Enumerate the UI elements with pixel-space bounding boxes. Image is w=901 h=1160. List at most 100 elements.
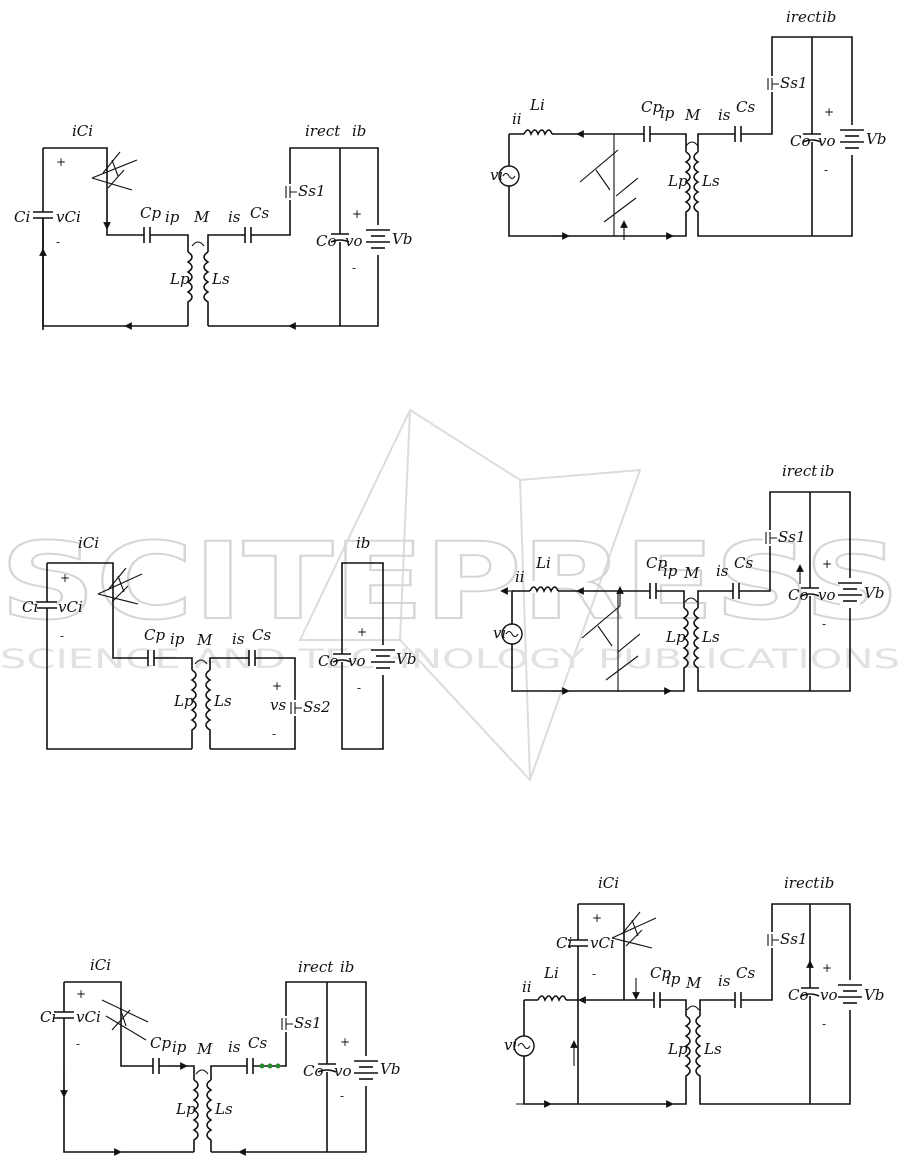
circuit-label: Ss1 — [298, 182, 326, 200]
circuit-panel-1: iCi Ci vCi + - Cp ip M is Cs Lp Ls irect… — [14, 122, 412, 330]
circuit-label: Ci — [14, 208, 30, 226]
circuit-label: vo — [334, 1062, 352, 1080]
circuit-label: ib — [352, 122, 366, 140]
circuit-label: vo — [818, 132, 836, 150]
circuit-panel-2: ii Li vi Cp ip M is Cs Lp Ls irect ib Ss… — [490, 8, 886, 240]
watermark: SCITEPRESS SCIENCE AND TECHNOLOGY PUBLIC… — [0, 408, 901, 782]
circuit-label: M — [196, 631, 213, 649]
circuit-label: + — [56, 155, 66, 169]
circuit-label: Lp — [667, 172, 688, 190]
circuit-label: Vb — [864, 986, 884, 1004]
circuit-label: ii — [522, 978, 532, 996]
circuit-label: irect — [786, 8, 822, 26]
circuit-label: ip — [165, 208, 180, 226]
circuit-label: Cp — [144, 626, 165, 644]
circuit-label: Cs — [252, 626, 271, 644]
circuit-label: vi — [504, 1036, 517, 1054]
circuit-label: + — [60, 571, 70, 585]
circuit-label: ib — [340, 958, 354, 976]
circuit-label: Ls — [213, 692, 232, 710]
circuit-label: irect — [298, 958, 334, 976]
circuit-label: - — [76, 1037, 80, 1051]
circuit-label: Ls — [701, 628, 720, 646]
circuit-label: Cs — [250, 204, 269, 222]
circuit-label: + — [822, 961, 832, 975]
circuit-label: + — [340, 1035, 350, 1049]
circuit-label: Ss1 — [780, 930, 808, 948]
circuit-label: is — [232, 630, 245, 648]
circuit-label: - — [340, 1089, 344, 1103]
circuit-label: Li — [535, 554, 551, 572]
circuit-label: - — [352, 261, 356, 275]
circuit-label: Ls — [211, 270, 230, 288]
circuit-label: ii — [515, 568, 525, 586]
circuit-label: - — [60, 629, 64, 643]
circuit-label: Vb — [380, 1060, 400, 1078]
circuit-label: Lp — [667, 1040, 688, 1058]
circuit-label: vCi — [590, 934, 615, 952]
watermark-book-icon — [298, 408, 642, 782]
circuit-label: Cs — [248, 1034, 267, 1052]
circuit-label: Ls — [701, 172, 720, 190]
circuit-label: Ls — [703, 1040, 722, 1058]
circuit-label: - — [357, 681, 361, 695]
circuit-label: Co — [788, 986, 809, 1004]
circuit-label: - — [822, 617, 826, 631]
circuit-label: Ci — [22, 598, 38, 616]
circuit-label: - — [824, 163, 828, 177]
circuit-label: is — [716, 562, 729, 580]
circuit-label: Cp — [641, 98, 662, 116]
circuit-label: Lp — [173, 692, 194, 710]
circuit-label: M — [684, 106, 701, 124]
circuit-label: vo — [348, 652, 366, 670]
circuit-label: ib — [820, 874, 834, 892]
circuit-label: vo — [818, 586, 836, 604]
circuit-label: Ss1 — [778, 528, 806, 546]
circuit-label: + — [592, 911, 602, 925]
circuit-label: ip — [663, 562, 678, 580]
circuit-label: Ss1 — [294, 1014, 322, 1032]
circuit-label: Cs — [734, 554, 753, 572]
circuit-label: Vb — [396, 650, 416, 668]
circuit-label: Li — [543, 964, 559, 982]
circuit-label: M — [683, 564, 700, 582]
watermark-tagline: SCIENCE AND TECHNOLOGY PUBLICATIONS — [0, 644, 900, 675]
circuit-label: is — [718, 972, 731, 990]
circuit-label: ip — [660, 104, 675, 122]
circuit-label: Co — [790, 132, 811, 150]
circuit-label: vCi — [56, 208, 81, 226]
circuit-label: Ss2 — [303, 698, 331, 716]
circuit-label: Ci — [40, 1008, 56, 1026]
circuit-label: Cs — [736, 98, 755, 116]
circuit-label: Co — [303, 1062, 324, 1080]
circuit-label: Cs — [736, 964, 755, 982]
circuit-label: + — [357, 625, 367, 639]
circuit-label: irect — [782, 462, 818, 480]
circuit-label: - — [592, 967, 596, 981]
circuit-label: Lp — [169, 270, 190, 288]
circuit-label: + — [352, 207, 362, 221]
circuit-label: is — [228, 208, 241, 226]
circuit-label: Cp — [650, 964, 671, 982]
circuit-label: Ss1 — [780, 74, 808, 92]
circuit-label: Co — [788, 586, 809, 604]
circuit-panel-3: iCi Ci vCi + - Cp ip M is Cs Lp Ls vs + … — [22, 534, 416, 750]
circuit-label: iCi — [598, 874, 619, 892]
circuit-label: Co — [316, 232, 337, 250]
circuit-label: is — [718, 106, 731, 124]
circuit-label: irect — [305, 122, 341, 140]
circuit-label: - — [272, 727, 276, 741]
circuit-label: M — [193, 208, 210, 226]
circuit-panel-5: iCi Ci vCi + - Cp ip M is Cs Lp Ls irect… — [40, 956, 400, 1156]
circuit-label: is — [228, 1038, 241, 1056]
circuit-label: iCi — [90, 956, 111, 974]
circuit-label: + — [76, 987, 86, 1001]
circuit-label: Vb — [392, 230, 412, 248]
circuit-label: ib — [820, 462, 834, 480]
circuit-label: irect — [784, 874, 820, 892]
circuit-panel-4: ii Li vi Cp ip M is Cs Lp Ls irect ib Ss… — [493, 462, 884, 695]
circuit-label: Cp — [646, 554, 667, 572]
watermark-brand: SCITEPRESS — [0, 520, 900, 643]
circuit-label: vo — [820, 986, 838, 1004]
circuit-label: Ls — [214, 1100, 233, 1118]
